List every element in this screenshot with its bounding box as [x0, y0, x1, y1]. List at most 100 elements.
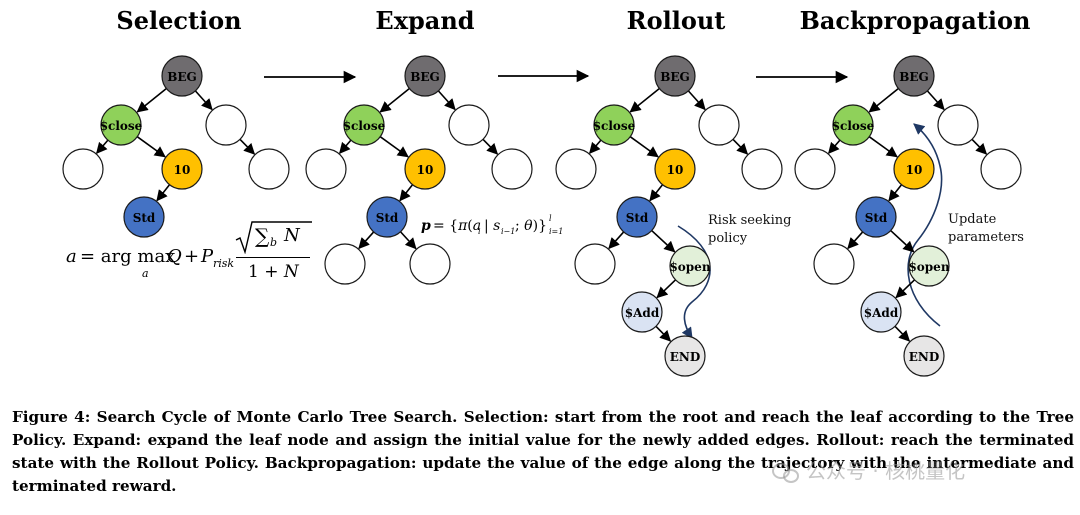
expand-node-label-10: 10 — [417, 163, 434, 177]
backprop-node-label-10: 10 — [906, 163, 923, 177]
wechat-icon — [772, 461, 799, 483]
selection-node-label-close: $close — [100, 119, 143, 133]
expand-edge-std-to-empty-std-left — [358, 231, 375, 250]
backprop-node-label-open: $open — [908, 260, 949, 274]
backprop-node-empty-std-left — [813, 243, 855, 285]
risk-seeking-annotation: Risk seeking policy — [708, 212, 791, 248]
rollout-node-circle-end — [664, 335, 706, 377]
selection-edge-empty-right-to-empty-right-leaf — [239, 138, 256, 155]
expand-edge-10-to-std — [399, 184, 414, 202]
backprop-node-std: Std — [855, 196, 897, 238]
expand-node-empty-left — [305, 148, 347, 190]
rollout-node-circle-empty-left — [555, 148, 597, 190]
backprop-node-label-end: END — [909, 350, 940, 364]
backprop-node-circle-add — [860, 291, 902, 333]
expand-node-close: $close — [343, 104, 386, 146]
rollout-node-circle-add — [621, 291, 663, 333]
title-rollout: Rollout — [626, 6, 726, 35]
backprop-node-circle-10 — [893, 148, 935, 190]
rollout-node-circle-close — [593, 104, 635, 146]
backprop-node-label-std: Std — [865, 211, 888, 225]
figure-caption: Figure 4: Search Cycle of Monte Carlo Tr… — [12, 408, 1074, 495]
expand-edge-empty-right-to-empty-right-leaf — [482, 138, 499, 155]
rollout-edge-std-to-open — [651, 229, 676, 253]
expand-node-circle-10 — [404, 148, 446, 190]
backprop-edge-close-to-empty-left — [827, 139, 841, 154]
backprop-node-circle-std — [855, 196, 897, 238]
rollout-edge-close-to-empty-left — [588, 139, 602, 154]
rollout-node-open: $open — [669, 245, 711, 287]
rollout-node-end: END — [664, 335, 706, 377]
backprop-node-end: END — [903, 335, 945, 377]
rollout-node-std: Std — [616, 196, 658, 238]
selection-node-close: $close — [100, 104, 143, 146]
backprop-node-circle-empty-left — [794, 148, 836, 190]
expand-edge-beg-to-close — [379, 87, 410, 113]
rollout-node-label-open: $open — [669, 260, 710, 274]
expand-node-empty-right — [448, 104, 490, 146]
selection-node-empty-left — [62, 148, 104, 190]
rollout-node-label-close: $close — [593, 119, 636, 133]
rollout-node-label-end: END — [670, 350, 701, 364]
backprop-edge-close-to-10 — [868, 136, 898, 158]
title-expand: Expand — [375, 6, 475, 35]
selection-node-label-beg: BEG — [167, 70, 197, 84]
rollout-node-label-add: $Add — [625, 306, 660, 320]
selection-node-label-10: 10 — [174, 163, 191, 177]
update-line1: Update — [948, 212, 997, 227]
selection-node-circle-empty-right — [205, 104, 247, 146]
rollout-node-empty-std-left — [574, 243, 616, 285]
risk-seeking-line2: policy — [708, 231, 748, 246]
backprop-edge-open-to-add — [895, 279, 916, 299]
expand-node-empty-std-right — [409, 243, 451, 285]
rollout-node-beg: BEG — [654, 55, 696, 97]
backprop-node-beg: BEG — [893, 55, 935, 97]
expand-node-circle-beg — [404, 55, 446, 97]
rollout-node-circle-open — [669, 245, 711, 287]
backprop-node-empty-right-leaf — [980, 148, 1022, 190]
rollout-node-empty-left — [555, 148, 597, 190]
selection-node-circle-empty-right-leaf — [248, 148, 290, 190]
selection-node-circle-close — [100, 104, 142, 146]
rollout-node-circle-empty-right-leaf — [741, 148, 783, 190]
expand-node-circle-empty-std-left — [324, 243, 366, 285]
selection-edge-close-to-10 — [136, 136, 166, 158]
expand-edge-close-to-empty-left — [338, 139, 352, 154]
backprop-node-label-beg: BEG — [899, 70, 929, 84]
backprop-node-circle-empty-right — [937, 104, 979, 146]
risk-seeking-line1: Risk seeking — [708, 213, 792, 228]
rollout-edge-empty-right-to-empty-right-leaf — [732, 138, 749, 155]
rollout-node-label-beg: BEG — [660, 70, 690, 84]
expand-formula: p = {π(a i | s i−1 ; θ)} l i=1 — [421, 214, 564, 236]
backprop-node-circle-empty-std-left — [813, 243, 855, 285]
update-line2: parameters — [948, 230, 1024, 245]
backprop-edge-beg-to-empty-right — [926, 90, 945, 111]
rollout-node-circle-std — [616, 196, 658, 238]
rollout-node-circle-empty-right — [698, 104, 740, 146]
selection-node-std: Std — [123, 196, 165, 238]
expand-edge-beg-to-empty-right — [437, 90, 456, 111]
rollout-edge-beg-to-close — [629, 87, 660, 113]
selection-edge-beg-to-close — [136, 87, 167, 113]
watermark: 公众号 · 核桃量化 — [772, 455, 965, 484]
backprop-edge-beg-to-close — [868, 87, 899, 113]
expand-node-empty-right-leaf — [491, 148, 533, 190]
expand-node-10: 10 — [404, 148, 446, 190]
expand-node-circle-close — [343, 104, 385, 146]
expand-node-label-std: Std — [376, 211, 399, 225]
expand-node-circle-std — [366, 196, 408, 238]
risk-seeking-curve — [677, 225, 711, 339]
selection-node-circle-empty-left — [62, 148, 104, 190]
backprop-node-circle-end — [903, 335, 945, 377]
expand-node-circle-empty-right-leaf — [491, 148, 533, 190]
update-parameters-curve — [907, 123, 943, 327]
rollout-node-label-10: 10 — [667, 163, 684, 177]
rollout-edge-add-to-end — [655, 325, 672, 342]
backprop-edge-std-to-open — [890, 229, 915, 253]
expand-node-label-close: $close — [343, 119, 386, 133]
rollout-node-circle-empty-std-left — [574, 243, 616, 285]
rollout-node-circle-10 — [654, 148, 696, 190]
expand-node-std: Std — [366, 196, 408, 238]
selection-node-beg: BEG — [161, 55, 203, 97]
